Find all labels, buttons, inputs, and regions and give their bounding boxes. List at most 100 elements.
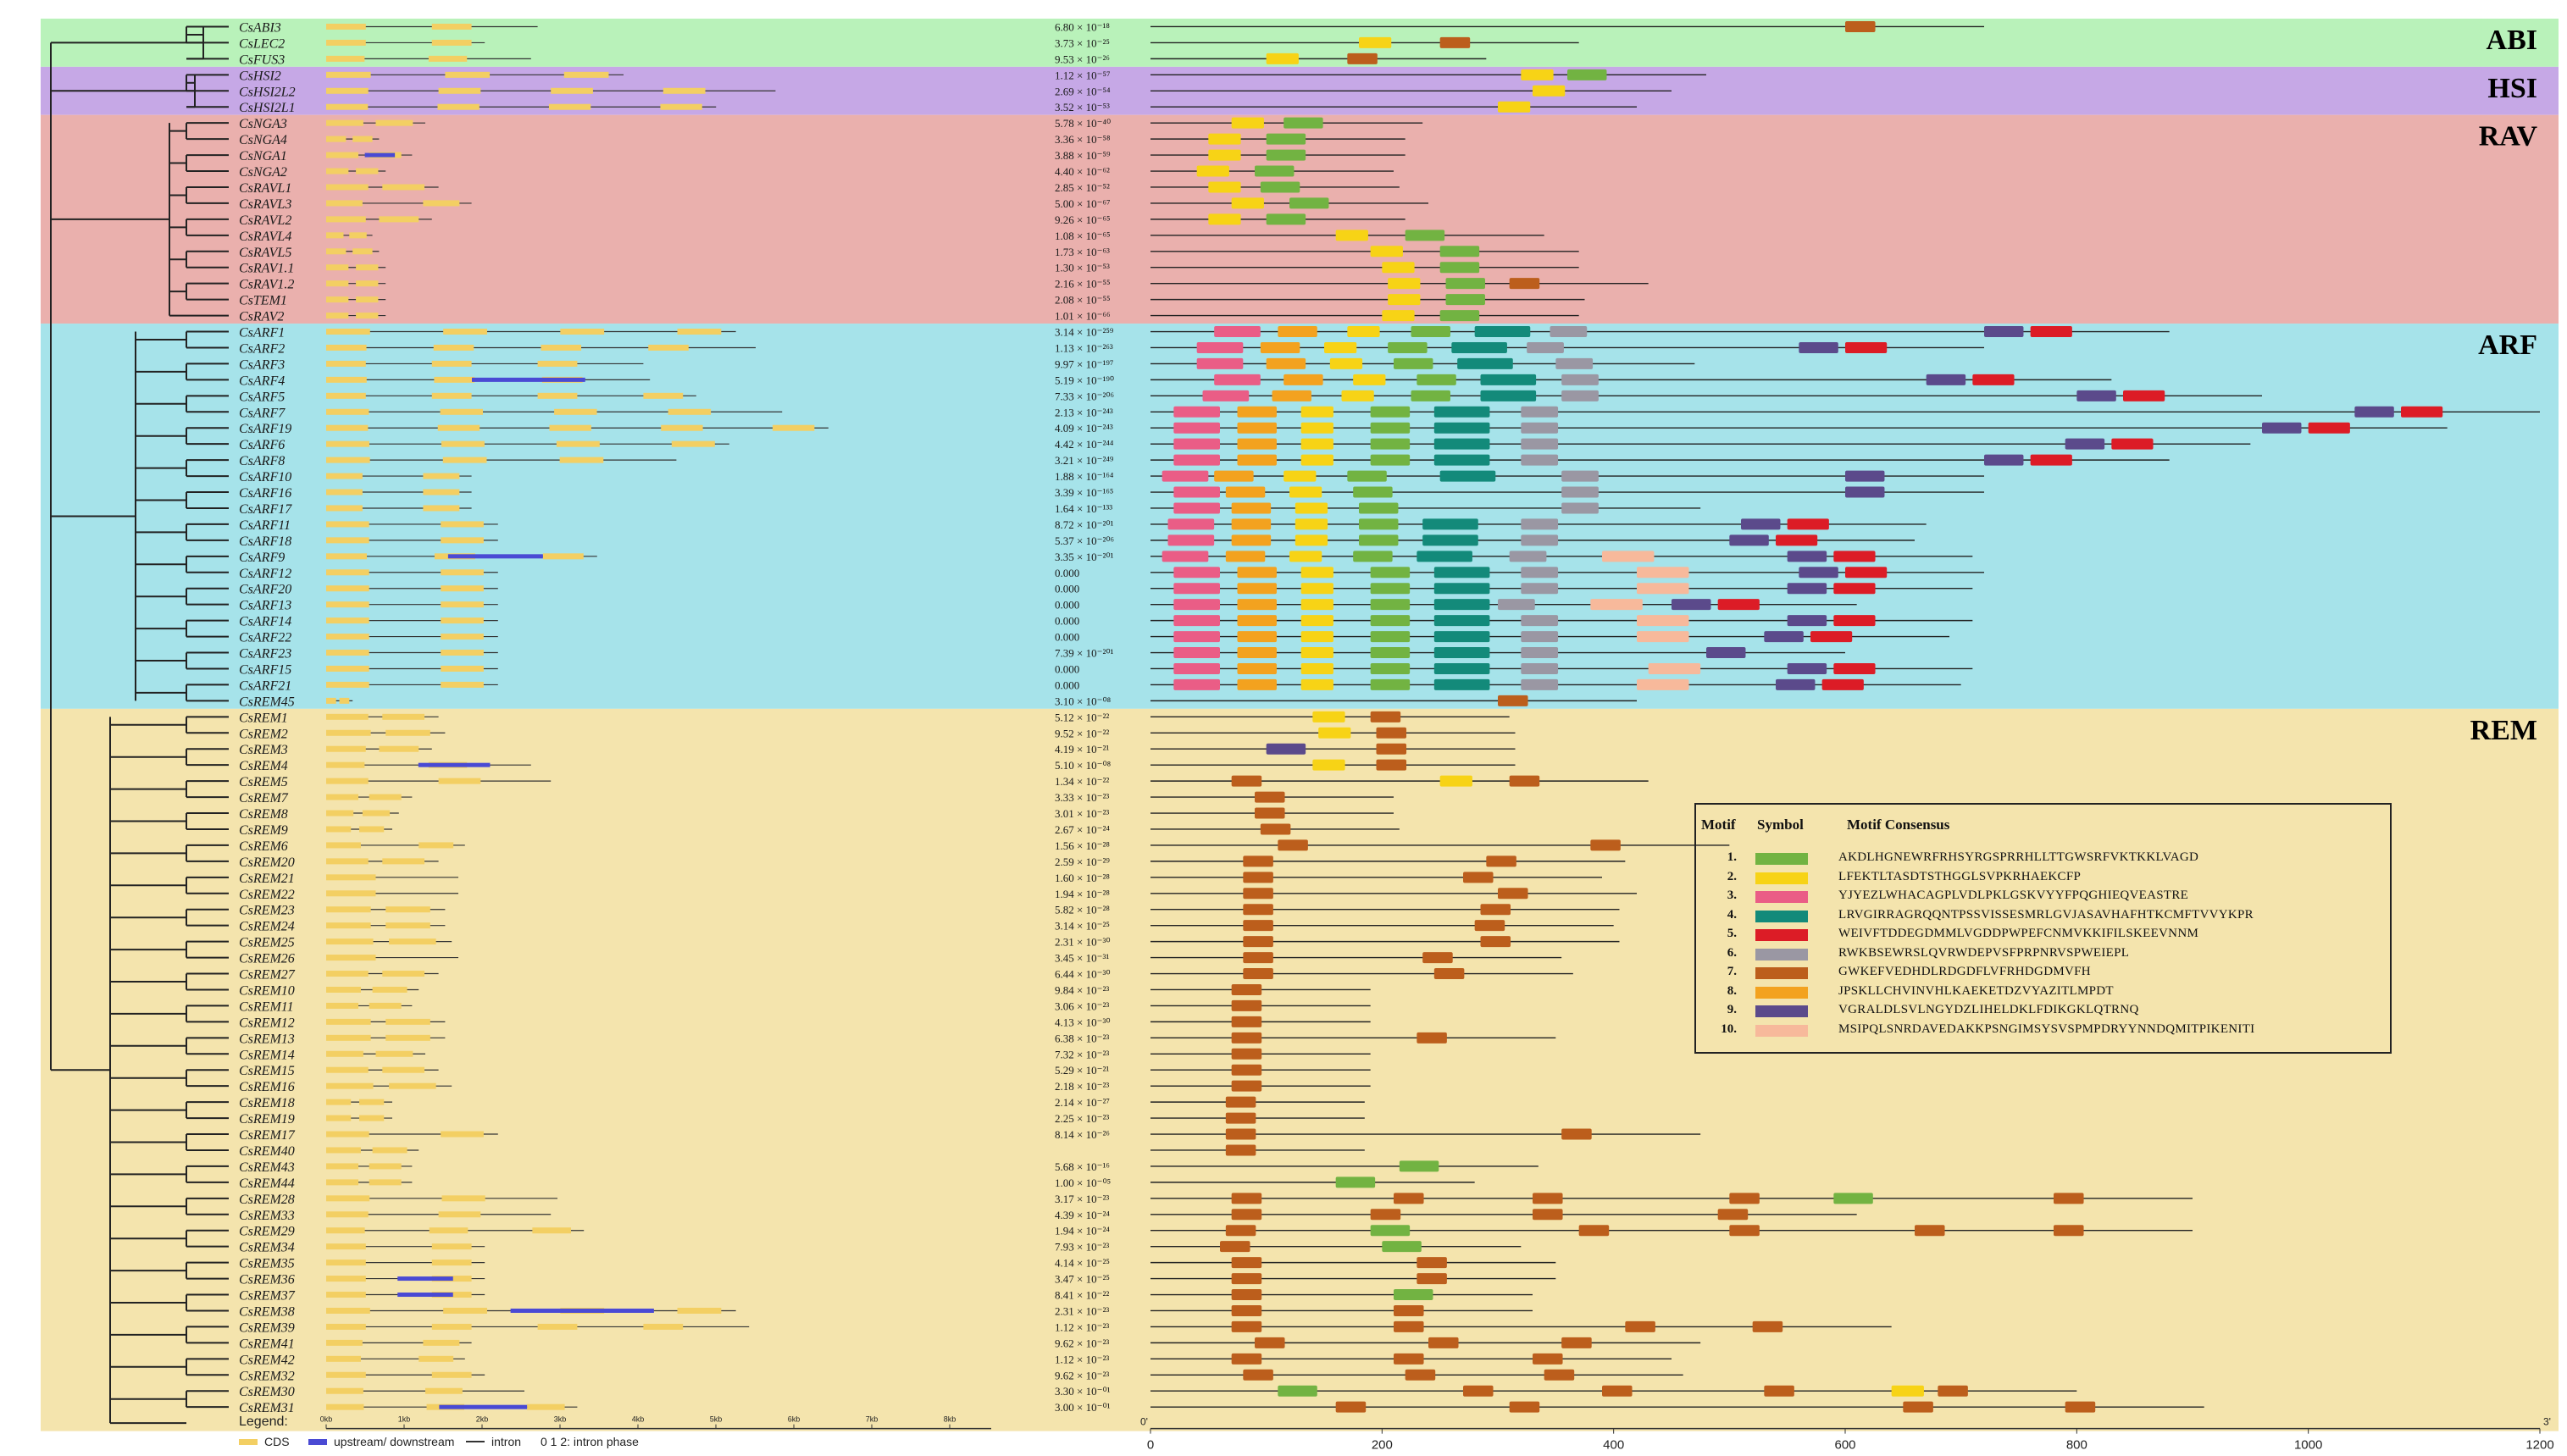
cds-block (643, 392, 684, 399)
motif-number: 8. (1727, 983, 1737, 998)
gene-name: CsARF22 (239, 631, 291, 645)
p-value: 0.000 (1055, 615, 1079, 628)
gene-name: CsREM24 (239, 920, 295, 934)
gene-name: CsREM43 (239, 1160, 295, 1175)
motif-8-box (1237, 406, 1277, 418)
gene-name: CsREM5 (239, 775, 288, 789)
motif-1-box (1445, 294, 1485, 306)
motif-7-box (1255, 1337, 1285, 1348)
motif-3-box (1173, 647, 1220, 659)
cds-block (419, 842, 454, 849)
motif-axis-tick-label: 1200 (2525, 1438, 2553, 1453)
p-value: 3.21 × 10⁻²⁴⁹ (1055, 454, 1114, 467)
gene-name: CsNGA3 (239, 117, 287, 131)
motif-7-box (1561, 1337, 1592, 1348)
p-value: 3.14 × 10⁻²⁵⁹ (1055, 326, 1114, 339)
p-value: 6.44 × 10⁻³⁰ (1055, 968, 1111, 981)
gene-axis-tick-label: 4kb (632, 1415, 645, 1424)
motif-1-box (1833, 1193, 1873, 1204)
cds-block (326, 1115, 352, 1121)
motif-column-header: Motif (1701, 817, 1736, 833)
motif-7-box (1463, 872, 1494, 883)
motif-7-box (1480, 904, 1511, 916)
motif-2-box (1208, 149, 1241, 161)
motif-2-box (1266, 53, 1299, 64)
cds-block (548, 103, 591, 110)
motif-7-box (1231, 1080, 1262, 1092)
motif-6-box (1561, 374, 1599, 385)
motif-7-box (1278, 839, 1308, 851)
gene-name: CsREM40 (239, 1144, 295, 1159)
motif-7-box (1255, 807, 1285, 819)
motif-axis-end: 3' (2543, 1416, 2551, 1428)
motif-4-box (1433, 662, 1490, 674)
motif-axis-tick-label: 400 (1603, 1438, 1624, 1453)
cds-block (326, 1307, 370, 1314)
motif-1-box (1405, 230, 1445, 241)
gene-name: CsREM21 (239, 872, 295, 886)
motif-1-box (1289, 197, 1329, 209)
motif-9-box (1706, 647, 1746, 659)
gene-axis-tick-label: 2kb (476, 1415, 489, 1424)
motif-9-box (1926, 374, 1966, 385)
motif-7-box (1533, 1209, 1563, 1221)
motif-9-box (2354, 406, 2394, 418)
gene-structures (326, 23, 829, 1410)
motif-7-box (1533, 1353, 1563, 1365)
utr-block (397, 1276, 453, 1282)
motif-7-box (1498, 695, 1528, 706)
motif-symbol (1755, 872, 1808, 884)
gene-name: CsREM16 (239, 1080, 295, 1094)
motif-legend-row: 2.LFEKTLTASDTSTHGGLSVPKRHAEKCFP (1696, 870, 2390, 889)
motif-3-box (1162, 470, 1209, 482)
cds-block (326, 1099, 352, 1105)
motif-1-box (1370, 615, 1411, 627)
gene-name: CsREM25 (239, 936, 295, 950)
motif-6-box (1521, 438, 1559, 450)
utr-block (510, 1308, 654, 1313)
motif-tracks (1150, 20, 2540, 1413)
gene-name: CsARF14 (239, 615, 291, 629)
motif-symbol (1755, 853, 1808, 865)
p-value: 3.73 × 10⁻²⁵ (1055, 36, 1110, 49)
cds-block (326, 168, 349, 174)
p-value: 4.14 × 10⁻²⁵ (1055, 1257, 1110, 1270)
cds-block (326, 248, 347, 255)
family-label-abi: ABI (2487, 25, 2537, 56)
motif-6-box (1550, 326, 1588, 338)
cds-block (326, 408, 369, 415)
motif-1-box (1388, 341, 1428, 353)
cds-block (326, 729, 371, 736)
cds-block (431, 23, 472, 30)
cds-block (326, 1050, 363, 1057)
motif-7-box (1231, 1289, 1262, 1301)
p-value: 5.19 × 10⁻¹⁹⁰ (1055, 374, 1114, 386)
gene-name: CsREM36 (239, 1273, 295, 1287)
cds-block (326, 938, 374, 945)
cds-block (326, 745, 366, 752)
motif-symbol (1755, 929, 1808, 941)
motif-2-box (1300, 583, 1333, 595)
cds-block (326, 986, 361, 993)
family-band-arf (41, 324, 2559, 709)
p-value: 1.94 × 10⁻²⁸ (1055, 888, 1110, 900)
p-value: 8.41 × 10⁻²² (1055, 1289, 1109, 1302)
phylogenetic-tree (50, 25, 229, 1425)
motif-3-box (1167, 534, 1215, 546)
motif-9-box (2076, 390, 2116, 401)
gene-name: CsARF2 (239, 341, 285, 356)
motif-7-box (1903, 1401, 1933, 1413)
cds-block (326, 650, 369, 656)
motif-7-box (1370, 1209, 1401, 1221)
gene-name: CsHSI2L2 (239, 85, 296, 99)
cds-block (349, 232, 367, 239)
motif-3-box (1173, 678, 1220, 690)
cds-block (369, 1002, 402, 1009)
p-value: 1.88 × 10⁻¹⁶⁴ (1055, 470, 1114, 483)
motif-2-box (1388, 278, 1421, 290)
p-value: 9.53 × 10⁻²⁶ (1055, 53, 1110, 65)
motif-9-box (1845, 470, 1885, 482)
motif-7-box (1509, 1401, 1540, 1413)
motif-10-box (1637, 631, 1689, 643)
cds-block (423, 473, 460, 479)
